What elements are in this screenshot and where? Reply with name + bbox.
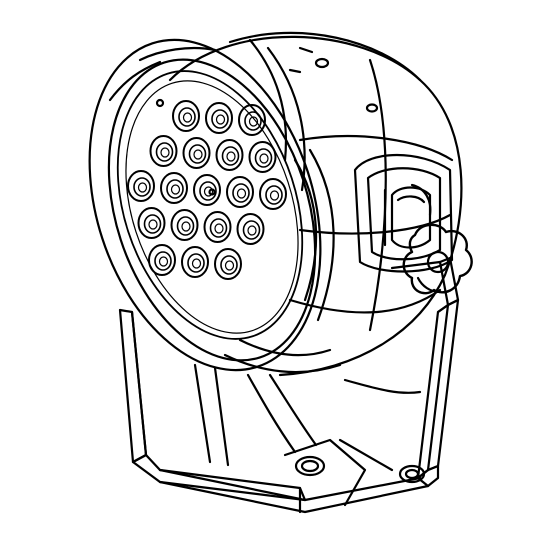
led-lens	[161, 173, 187, 203]
led-lens	[172, 210, 198, 240]
led-lens	[205, 212, 231, 242]
led-array	[128, 101, 286, 279]
led-lens	[194, 175, 220, 205]
led-lens	[260, 179, 286, 209]
yoke-back-arm	[120, 310, 305, 500]
led-lens	[217, 140, 243, 170]
led-lens	[173, 101, 199, 131]
led-lens	[128, 171, 154, 201]
led-lens	[149, 245, 175, 275]
led-lens	[182, 247, 208, 277]
led-lens	[239, 105, 265, 135]
yoke-inner-arm	[195, 365, 420, 465]
led-lens	[184, 138, 210, 168]
led-lens	[227, 177, 253, 207]
led-lens	[139, 208, 165, 238]
led-lens	[238, 214, 264, 244]
tilt-pivot-hub	[355, 155, 452, 272]
led-lens	[250, 142, 276, 172]
led-lens	[206, 103, 232, 133]
led-lens	[215, 249, 241, 279]
led-lens	[151, 136, 177, 166]
